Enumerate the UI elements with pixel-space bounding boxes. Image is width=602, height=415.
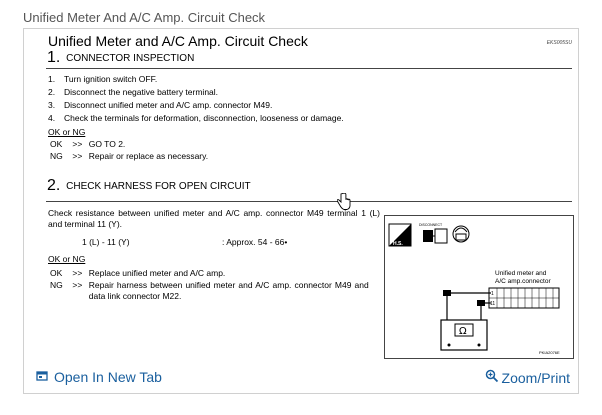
doc-id: EKS005SU [546,40,572,46]
svg-text:1: 1 [491,291,494,297]
section-2-title: CHECK HARNESS FOR OPEN CIRCUIT [66,181,251,192]
zoom-print-label: Zoom/Print [501,369,570,386]
wiring-diagram: H.S. DISCONNECT Unified meter and A/ [384,215,574,359]
disconnect-icon: DISCONNECT [419,223,448,244]
section-2-number: 2. [47,177,61,194]
svg-text:DISCONNECT: DISCONNECT [419,223,443,227]
step-item: 4.Check the terminals for deformation, d… [48,113,344,123]
result-row: NG >> Repair or replace as necessary. [50,151,209,161]
result-row: OK >> GO TO 2. [50,139,126,149]
result-row: NG >> Repair harness between unified met… [50,280,369,301]
open-in-new-tab-label: Open In New Tab [54,369,162,385]
section-1-rule [46,68,572,69]
spec-value: : Approx. 54 - 66• [222,237,288,247]
doc-title: Unified Meter and A/C Amp. Circuit Check [48,33,308,49]
step-item: 1.Turn ignition switch OFF. [48,74,158,84]
hand-cursor-icon [336,192,351,216]
section-1-title: CONNECTOR INSPECTION [66,53,195,64]
document-card: Unified Meter and A/C Amp. Circuit Check… [23,28,579,394]
tester-hand-icon [452,225,470,243]
document-image: Unified Meter and A/C Amp. Circuit Check… [24,29,578,362]
diagram-svg: H.S. DISCONNECT Unified meter and A/ [388,223,560,355]
svg-text:PKIA2076E: PKIA2076E [539,350,560,355]
open-in-new-tab-link[interactable]: Open In New Tab [36,369,162,385]
section-1-heading: 1. CONNECTOR INSPECTION [47,49,194,67]
section-2-paragraph: Check resistance between unified meter a… [48,208,380,229]
svg-text:H.S.: H.S. [393,241,403,247]
result-row: OK >> Replace unified meter and A/C amp. [50,268,226,278]
section-2-okng: OK or NG [48,254,86,264]
ohmmeter-icon: Ω [440,319,488,351]
svg-text:Ω: Ω [459,326,467,337]
page-heading: Unified Meter And A/C Amp. Circuit Check [23,10,266,25]
step-item: 2.Disconnect the negative battery termin… [48,87,219,97]
connector-m49: 1 11 [488,287,560,309]
card-footer: Open In New Tab Zoom/Print [24,360,578,393]
section-1-number: 1. [47,49,61,66]
external-tab-icon [36,369,48,385]
zoom-print-link[interactable]: Zoom/Print [485,369,570,386]
section-2-heading: 2. CHECK HARNESS FOR OPEN CIRCUIT [47,177,251,195]
svg-text:A/C amp.connector: A/C amp.connector [495,278,551,285]
section-2-rule [46,201,572,202]
svg-text:Unified meter and: Unified meter and [495,270,547,277]
hs-icon: H.S. [388,223,412,247]
zoom-icon [485,369,499,386]
svg-text:11: 11 [490,301,495,307]
section-1-okng: OK or NG [48,127,86,137]
step-item: 3.Disconnect unified meter and A/C amp. … [48,100,273,110]
spec-terminals: 1 (L) - 11 (Y) [82,237,130,247]
